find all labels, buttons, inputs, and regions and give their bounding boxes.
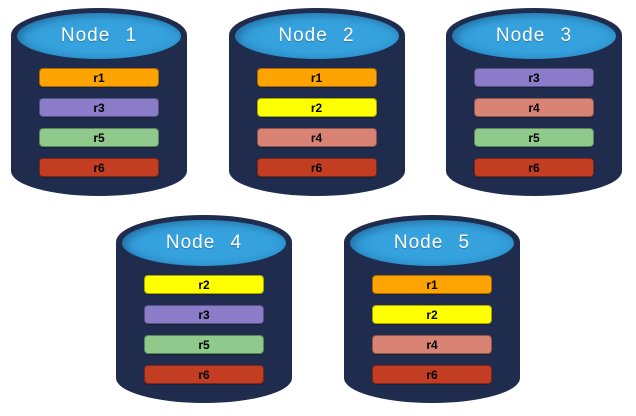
replica-bar-stack: r1 r2 r4 r6	[372, 275, 492, 384]
node-label: Node 2	[278, 25, 355, 46]
replica-bar: r6	[372, 365, 492, 384]
replica-bar: r1	[39, 68, 159, 87]
bottom-row: Node 4 r2 r3 r5 r6 Node 5 r1 r2 r4	[0, 215, 636, 403]
node-cylinder-5: Node 5 r1 r2 r4 r6	[344, 215, 520, 403]
replica-bar-stack: r2 r3 r5 r6	[144, 275, 264, 384]
node-cylinder-2: Node 2 r1 r2 r4 r6	[228, 8, 405, 196]
replica-bar: r3	[474, 68, 594, 87]
cylinder-top-rim: Node 3	[446, 8, 622, 62]
node-label: Node 4	[165, 232, 243, 253]
node-cylinder-3: Node 3 r3 r4 r5 r6	[446, 8, 622, 196]
cylinder-top-face: Node 3	[452, 13, 616, 59]
replica-bar: r4	[256, 128, 377, 147]
replica-bar: r5	[144, 335, 264, 354]
node-label: Node 1	[60, 25, 138, 46]
replica-bar-stack: r1 r2 r4 r6	[256, 68, 377, 177]
replica-bar: r2	[256, 98, 377, 117]
replica-bar: r2	[144, 275, 264, 294]
replica-bar: r3	[39, 98, 159, 117]
replica-bar: r5	[474, 128, 594, 147]
cylinder-top-face: Node 5	[350, 220, 514, 266]
node-cylinder-1: Node 1 r1 r3 r5 r6	[11, 8, 187, 196]
cylinder-top-rim: Node 2	[228, 8, 405, 62]
replica-bar: r6	[256, 158, 377, 177]
replica-bar: r6	[39, 158, 159, 177]
replica-bar: r4	[372, 335, 492, 354]
node-label: Node 3	[495, 25, 573, 46]
replica-bar-stack: r3 r4 r5 r6	[474, 68, 594, 177]
cylinder-top-rim: Node 5	[344, 215, 520, 269]
cylinder-top-face: Node 1	[17, 13, 181, 59]
cylinder-top-face: Node 4	[122, 220, 286, 266]
node-cylinder-4: Node 4 r2 r3 r5 r6	[116, 215, 292, 403]
top-row: Node 1 r1 r3 r5 r6 Node 2 r1 r2 r4	[0, 8, 636, 196]
cylinder-top-face: Node 2	[234, 13, 399, 59]
replica-bar: r4	[474, 98, 594, 117]
replica-bar: r1	[372, 275, 492, 294]
replica-bar-stack: r1 r3 r5 r6	[39, 68, 159, 177]
replica-placement-diagram: Node 1 r1 r3 r5 r6 Node 2 r1 r2 r4	[0, 8, 636, 416]
replica-bar: r1	[256, 68, 377, 87]
replica-bar: r6	[144, 365, 264, 384]
replica-bar: r5	[39, 128, 159, 147]
replica-bar: r2	[372, 305, 492, 324]
cylinder-top-rim: Node 1	[11, 8, 187, 62]
node-label: Node 5	[393, 232, 471, 253]
replica-bar: r6	[474, 158, 594, 177]
cylinder-top-rim: Node 4	[116, 215, 292, 269]
replica-bar: r3	[144, 305, 264, 324]
